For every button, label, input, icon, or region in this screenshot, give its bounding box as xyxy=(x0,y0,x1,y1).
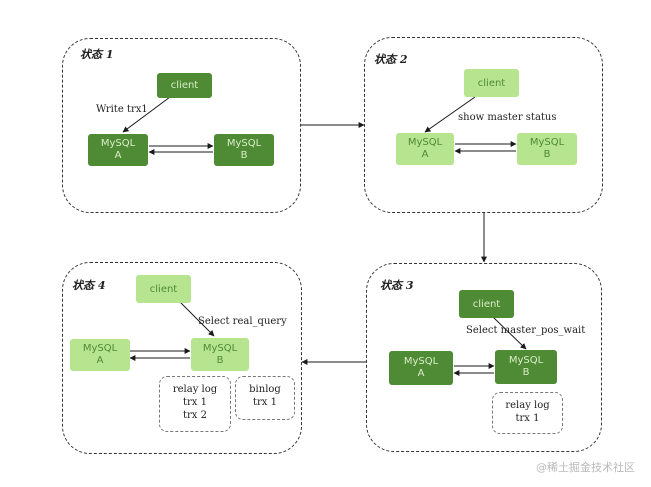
p2-mysql-a-id: A xyxy=(421,149,429,160)
p1-client-to-a-arrow xyxy=(122,96,171,133)
p1-mysql-b-box: MySQL B xyxy=(214,134,274,166)
p1-mysql-b-name: MySQL xyxy=(226,138,262,149)
p4-mysql-a-box: MySQL A xyxy=(70,339,130,371)
p4-relay-log-box: relay log trx 1 trx 2 xyxy=(159,376,231,432)
p4-mysql-b-id: B xyxy=(216,354,224,366)
state-3-panel xyxy=(366,263,602,452)
p4-client-to-b-arrow xyxy=(179,301,215,337)
p1-client-text: client xyxy=(170,80,199,91)
p3-mysql-b-id: B xyxy=(522,367,530,378)
p4-relay-log-item: trx 1 xyxy=(183,397,207,408)
state-2-label: 状态 2 xyxy=(374,53,408,66)
p2-client-text: client xyxy=(477,77,506,89)
p1-client-box: client xyxy=(157,73,212,98)
p3-client-text: client xyxy=(472,298,501,310)
p3-relay-log-title: relay log xyxy=(505,400,550,411)
p4-relay-log-item: trx 2 xyxy=(183,410,207,421)
p1-mysql-a-id: A xyxy=(114,150,122,161)
p3-mysql-a-box: MySQL A xyxy=(389,351,453,385)
p1-mysql-a-name: MySQL xyxy=(100,138,136,149)
p3-command-caption: Select master_pos_wait xyxy=(466,325,586,336)
state-4-label: 状态 4 xyxy=(72,279,106,292)
state-1-panel xyxy=(62,38,301,213)
p4-binlog-box: binlog trx 1 xyxy=(235,376,295,420)
p4-client-box: client xyxy=(136,275,191,303)
p4-binlog-item: trx 1 xyxy=(253,397,277,408)
state-1-label: 状态 1 xyxy=(80,48,114,61)
p3-relay-log-item: trx 1 xyxy=(515,413,540,424)
p2-client-to-a-arrow xyxy=(424,96,476,133)
p4-command-caption: Select real_query xyxy=(198,316,287,327)
p4-mysql-b-box: MySQL B xyxy=(191,338,249,371)
p1-write-caption: Write trx1 xyxy=(96,104,148,115)
state-3-label: 状态 3 xyxy=(380,279,414,292)
p2-mysql-b-name: MySQL xyxy=(529,137,565,148)
p3-mysql-a-name: MySQL xyxy=(403,356,439,367)
p4-relay-log-title: relay log xyxy=(172,384,218,395)
p1-mysql-a-box: MySQL A xyxy=(88,134,148,166)
p2-command-caption: show master status xyxy=(458,112,557,123)
p2-mysql-a-box: MySQL A xyxy=(396,133,454,165)
p1-mysql-b-id: B xyxy=(240,150,248,161)
p3-relay-log-box: relay log trx 1 xyxy=(492,392,563,434)
p2-mysql-a-name: MySQL xyxy=(407,137,443,148)
state-2-panel xyxy=(364,37,603,213)
p2-mysql-b-id: B xyxy=(543,149,551,160)
p3-mysql-b-name: MySQL xyxy=(508,355,544,366)
p3-client-box: client xyxy=(459,290,514,318)
p3-mysql-a-id: A xyxy=(417,368,425,379)
p4-mysql-a-name: MySQL xyxy=(82,343,118,354)
p4-client-text: client xyxy=(149,283,178,295)
p3-mysql-b-box: MySQL B xyxy=(495,350,557,384)
p4-binlog-title: binlog xyxy=(249,384,281,395)
p2-mysql-b-box: MySQL B xyxy=(517,133,577,165)
p4-mysql-b-name: MySQL xyxy=(202,342,238,354)
p4-mysql-a-id: A xyxy=(96,355,104,366)
state-4-panel xyxy=(62,262,302,454)
p2-client-box: client xyxy=(464,69,519,97)
watermark: @稀土掘金技术社区 xyxy=(536,461,635,474)
p3-client-to-b-arrow xyxy=(492,316,527,350)
